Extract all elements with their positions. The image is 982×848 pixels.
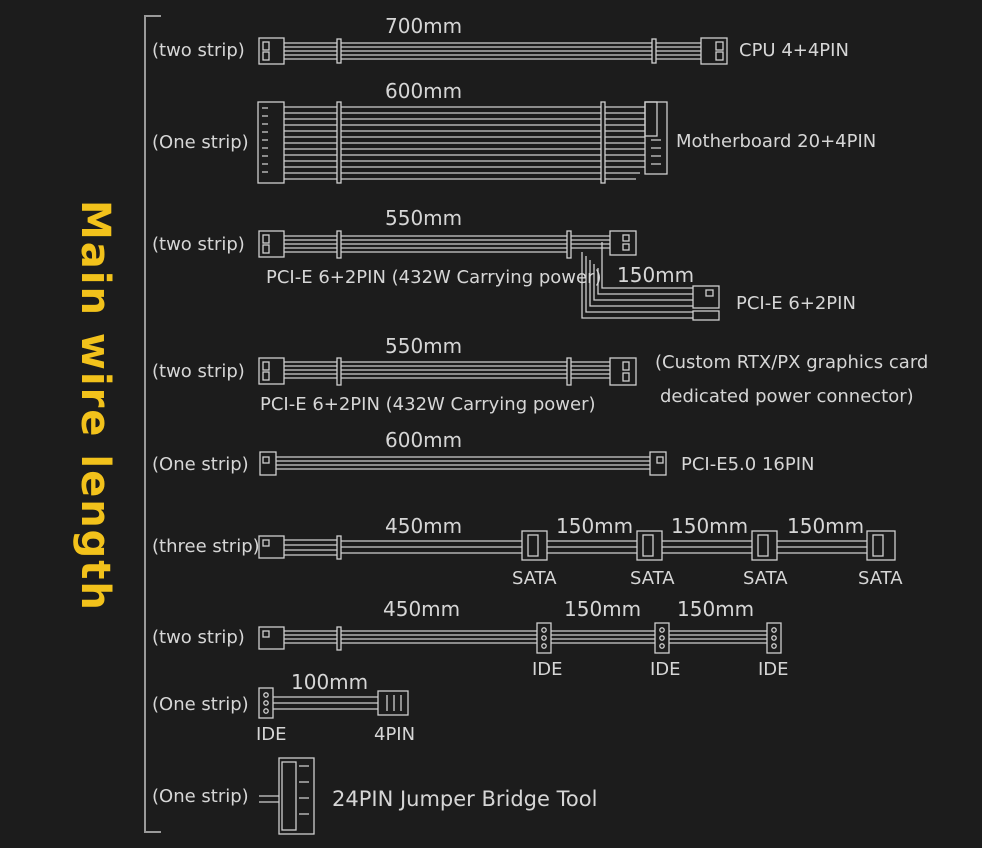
connector-label: IDE [758,659,789,680]
cable-pcie5 [259,451,667,476]
connector-label: PCI-E 6+2PIN [736,293,856,314]
strip-label: (two strip) [152,627,245,648]
length-label: 150mm [564,597,641,621]
connector-label: SATA [858,568,903,589]
length-label: 700mm [385,14,462,38]
cable-ide [258,622,782,654]
cable-ide-4pin [258,687,409,719]
connector-labels: CPU 4+4PIN Motherboard 20+4PIN PCI-E 6+2… [256,40,928,811]
connector-label: SATA [512,568,557,589]
length-label: 550mm [385,206,462,230]
connector-label: 4PIN [374,724,415,745]
caption-label: PCI-E 6+2PIN (432W Carrying power) [260,394,596,415]
length-labels: 700mm 600mm 550mm 150mm 550mm 600mm 450m… [291,14,864,694]
length-label: 450mm [385,514,462,538]
connector-label: PCI-E5.0 16PIN [681,454,814,475]
length-label: 150mm [677,597,754,621]
strip-label: (three strip) [152,536,260,557]
cable-cpu [258,37,728,65]
note-label: (Custom RTX/PX graphics card [655,352,928,373]
connector-label: IDE [532,659,563,680]
cable-pcie-branch [258,230,720,321]
strip-labels: (two strip) (One strip) (two strip) (two… [152,40,260,807]
cable-sata [258,530,896,561]
length-label: 550mm [385,334,462,358]
bracket [144,15,161,833]
note-label: dedicated power connector) [660,386,914,407]
length-label: 100mm [291,670,368,694]
length-label: 150mm [617,263,694,287]
connector-label: SATA [630,568,675,589]
strip-label: (two strip) [152,234,245,255]
strip-label: (two strip) [152,361,245,382]
length-label: 600mm [385,428,462,452]
length-label: 150mm [787,514,864,538]
length-label: 600mm [385,79,462,103]
cable-pcie-custom [258,357,637,386]
connector-label: IDE [650,659,681,680]
strip-label: (two strip) [152,40,245,61]
length-label: 450mm [383,597,460,621]
connector-label: IDE [256,724,287,745]
cable-motherboard [257,101,668,184]
strip-label: (One strip) [152,786,249,807]
jumper-bridge [259,757,315,835]
connector-label: 24PIN Jumper Bridge Tool [332,787,597,811]
length-label: 150mm [556,514,633,538]
strip-label: (One strip) [152,694,249,715]
length-label: 150mm [671,514,748,538]
connector-label: CPU 4+4PIN [739,40,849,61]
strip-label: (One strip) [152,454,249,475]
caption-label: PCI-E 6+2PIN (432W Carrying power) [266,267,602,288]
strip-label: (One strip) [152,132,249,153]
connector-label: Motherboard 20+4PIN [676,131,876,152]
connector-label: SATA [743,568,788,589]
